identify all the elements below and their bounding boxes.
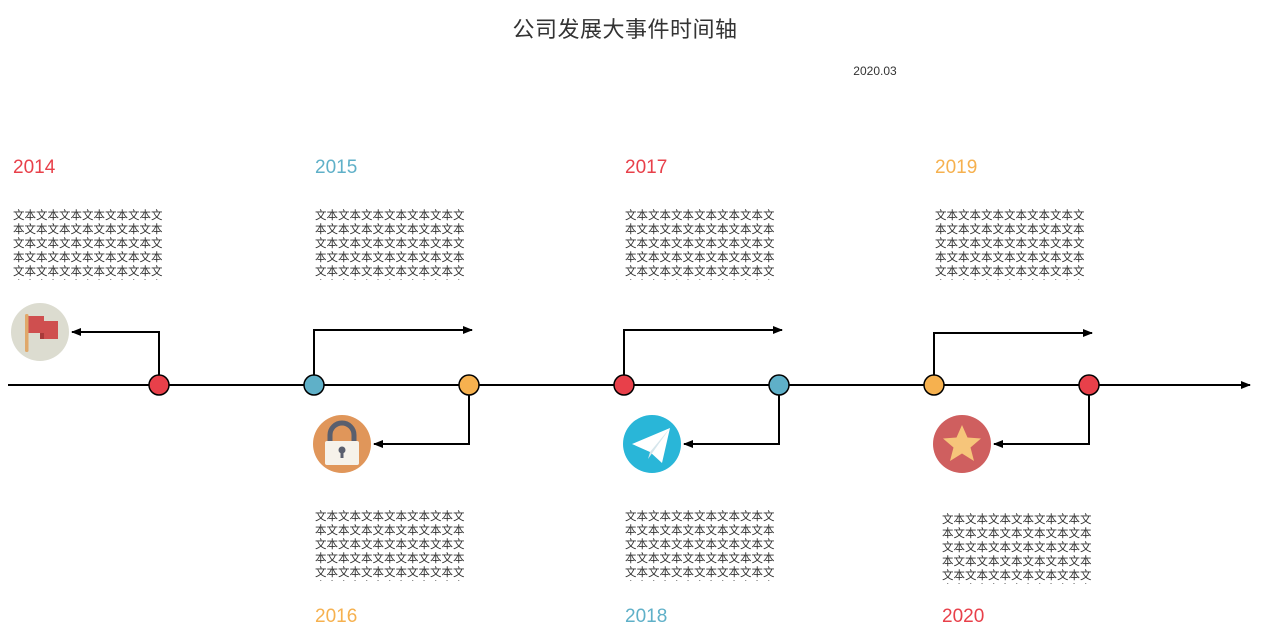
connector-2018 (683, 395, 780, 448)
event-text-2019: 文本文本文本文本文本文本文本文本文本文本文本文本文本文本文本文本文本文本文本文本… (935, 208, 1085, 280)
event-text-2017: 文本文本文本文本文本文本文本文本文本文本文本文本文本文本文本文本文本文本文本文本… (625, 208, 775, 280)
event-text-2015: 文本文本文本文本文本文本文本文本文本文本文本文本文本文本文本文本文本文本文本文本… (315, 208, 465, 280)
timeline-dot-2014 (148, 374, 170, 396)
year-label-2017: 2017 (625, 157, 668, 178)
event-text-2016: 文本文本文本文本文本文本文本文本文本文本文本文本文本文本文本文本文本文本文本文本… (315, 509, 465, 581)
paper-plane-icon (623, 415, 681, 473)
year-label-2019: 2019 (935, 157, 978, 178)
connector-2014 (71, 328, 160, 375)
year-label-2016: 2016 (315, 606, 358, 627)
event-text-2020: 文本文本文本文本文本文本文本文本文本文本文本文本文本文本文本文本文本文本文本文本… (942, 512, 1092, 584)
connector-2020 (993, 395, 1090, 448)
year-label-2018: 2018 (625, 606, 668, 627)
timeline-dot-2016 (458, 374, 480, 396)
timeline-dot-2018 (768, 374, 790, 396)
connector-2019 (933, 329, 1093, 375)
timeline-dot-2019 (923, 374, 945, 396)
event-text-2014: 文本文本文本文本文本文本文本文本文本文本文本文本文本文本文本文本文本文本文本文本… (13, 208, 163, 280)
flag-icon (11, 303, 69, 361)
date-label: 2020.03 (853, 64, 897, 78)
year-label-2014: 2014 (13, 157, 56, 178)
connector-2017 (623, 326, 783, 375)
connector-2015 (313, 326, 473, 375)
year-label-2015: 2015 (315, 157, 358, 178)
connector-2016 (373, 395, 470, 448)
timeline-dot-2017 (613, 374, 635, 396)
lock-icon (313, 415, 371, 473)
page-title: 公司发展大事件时间轴 (512, 18, 738, 43)
star-icon (933, 415, 991, 473)
timeline-dot-2015 (303, 374, 325, 396)
year-label-2020: 2020 (942, 606, 985, 627)
event-text-2018: 文本文本文本文本文本文本文本文本文本文本文本文本文本文本文本文本文本文本文本文本… (625, 509, 775, 581)
timeline-dot-2020 (1078, 374, 1100, 396)
